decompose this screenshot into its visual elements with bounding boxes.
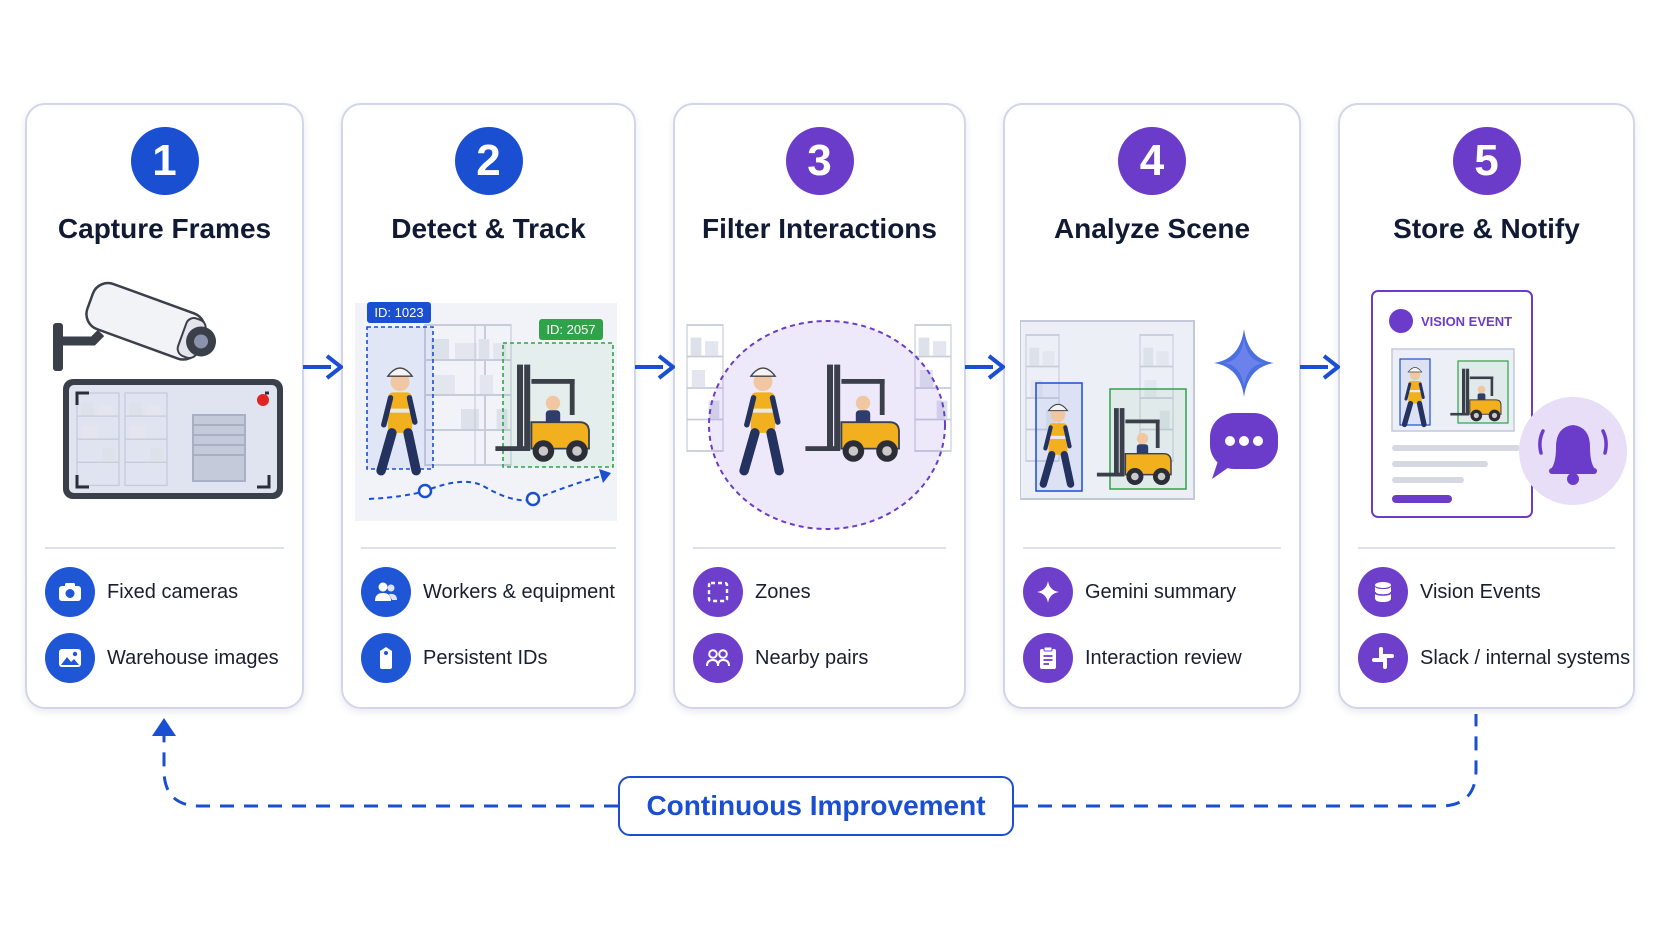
- feature-label: Persistent IDs: [423, 647, 548, 669]
- step-title: Store & Notify: [1393, 213, 1580, 244]
- feature-nearby-pairs: Nearby pairs: [693, 633, 960, 683]
- step-title: Filter Interactions: [702, 213, 937, 244]
- arrow-1-to-2: [303, 354, 343, 380]
- step-number-badge: 3: [785, 127, 854, 195]
- arrow-4-to-5: [1300, 354, 1340, 380]
- sparkle-icon: [1023, 567, 1073, 617]
- users-icon: [361, 567, 411, 617]
- feature-label: Zones: [755, 581, 811, 603]
- feature-interaction-review: Interaction review: [1023, 633, 1295, 683]
- divider: [693, 547, 946, 549]
- step-card-capture-frames: 1 Capture Frames Fixed cameras Ware: [25, 103, 304, 709]
- pair-icon: [693, 633, 743, 683]
- step-number-badge: 5: [1452, 127, 1521, 195]
- feature-label: Workers & equipment: [423, 581, 615, 603]
- feature-warehouse-images: Warehouse images: [45, 633, 298, 683]
- feature-gemini-summary: Gemini summary: [1023, 567, 1295, 617]
- detection-id-worker: ID: 1023: [374, 305, 423, 320]
- step-number-badge: 4: [1118, 127, 1186, 195]
- step-card-store-notify: 5 Store & Notify VISION EVENT Vision Eve…: [1338, 103, 1635, 709]
- feature-slack-internal-systems: Slack / internal systems: [1358, 633, 1631, 683]
- step-card-analyze-scene: 4 Analyze Scene Gemini summary Interacti…: [1003, 103, 1301, 709]
- clipboard-icon: [1023, 633, 1073, 683]
- divider: [45, 547, 284, 549]
- arrow-2-to-3: [635, 354, 675, 380]
- feature-label: Gemini summary: [1085, 581, 1237, 603]
- feature-label: Nearby pairs: [755, 647, 869, 669]
- step-card-detect-track: 2 Detect & Track ID: 1023 ID: 2057 Worke…: [341, 103, 636, 709]
- camera-illustration: [53, 281, 283, 499]
- feature-label: Fixed cameras: [107, 581, 239, 603]
- zone-icon: [693, 567, 743, 617]
- feature-fixed-cameras: Fixed cameras: [45, 567, 298, 617]
- tag-icon: [361, 633, 411, 683]
- vision-event-label: VISION EVENT: [1421, 314, 1512, 329]
- feature-zones: Zones: [693, 567, 960, 617]
- step-title: Analyze Scene: [1053, 213, 1251, 244]
- continuous-improvement-label: Continuous Improvement: [618, 776, 1014, 836]
- interaction-zone-illustration: [686, 320, 952, 530]
- image-icon: [45, 633, 95, 683]
- camera-icon: [45, 567, 95, 617]
- divider: [361, 547, 616, 549]
- feature-workers-equipment: Workers & equipment: [361, 567, 630, 617]
- feature-vision-events: Vision Events: [1358, 567, 1629, 617]
- feature-label: Slack / internal systems: [1420, 647, 1631, 669]
- arrow-3-to-4: [965, 354, 1005, 380]
- feature-label: Warehouse images: [107, 647, 279, 669]
- step-card-filter-interactions: 3 Filter Interactions Zones Nearby pairs: [673, 103, 966, 709]
- database-icon: [1358, 567, 1408, 617]
- detection-id-forklift: ID: 2057: [546, 322, 595, 337]
- feature-persistent-ids: Persistent IDs: [361, 633, 630, 683]
- slack-icon: [1358, 633, 1408, 683]
- step-title: Detect & Track: [391, 213, 586, 244]
- feature-label: Interaction review: [1085, 647, 1242, 669]
- step-title: Capture Frames: [57, 213, 272, 244]
- divider: [1023, 547, 1281, 549]
- event-notification-illustration: VISION EVENT: [1371, 290, 1627, 518]
- divider: [1358, 547, 1615, 549]
- step-number-badge: 1: [130, 127, 199, 195]
- step-number-badge: 2: [454, 127, 523, 195]
- scene-analysis-illustration: [1020, 320, 1278, 500]
- detection-illustration: ID: 1023 ID: 2057: [355, 302, 617, 521]
- feature-label: Vision Events: [1420, 581, 1541, 603]
